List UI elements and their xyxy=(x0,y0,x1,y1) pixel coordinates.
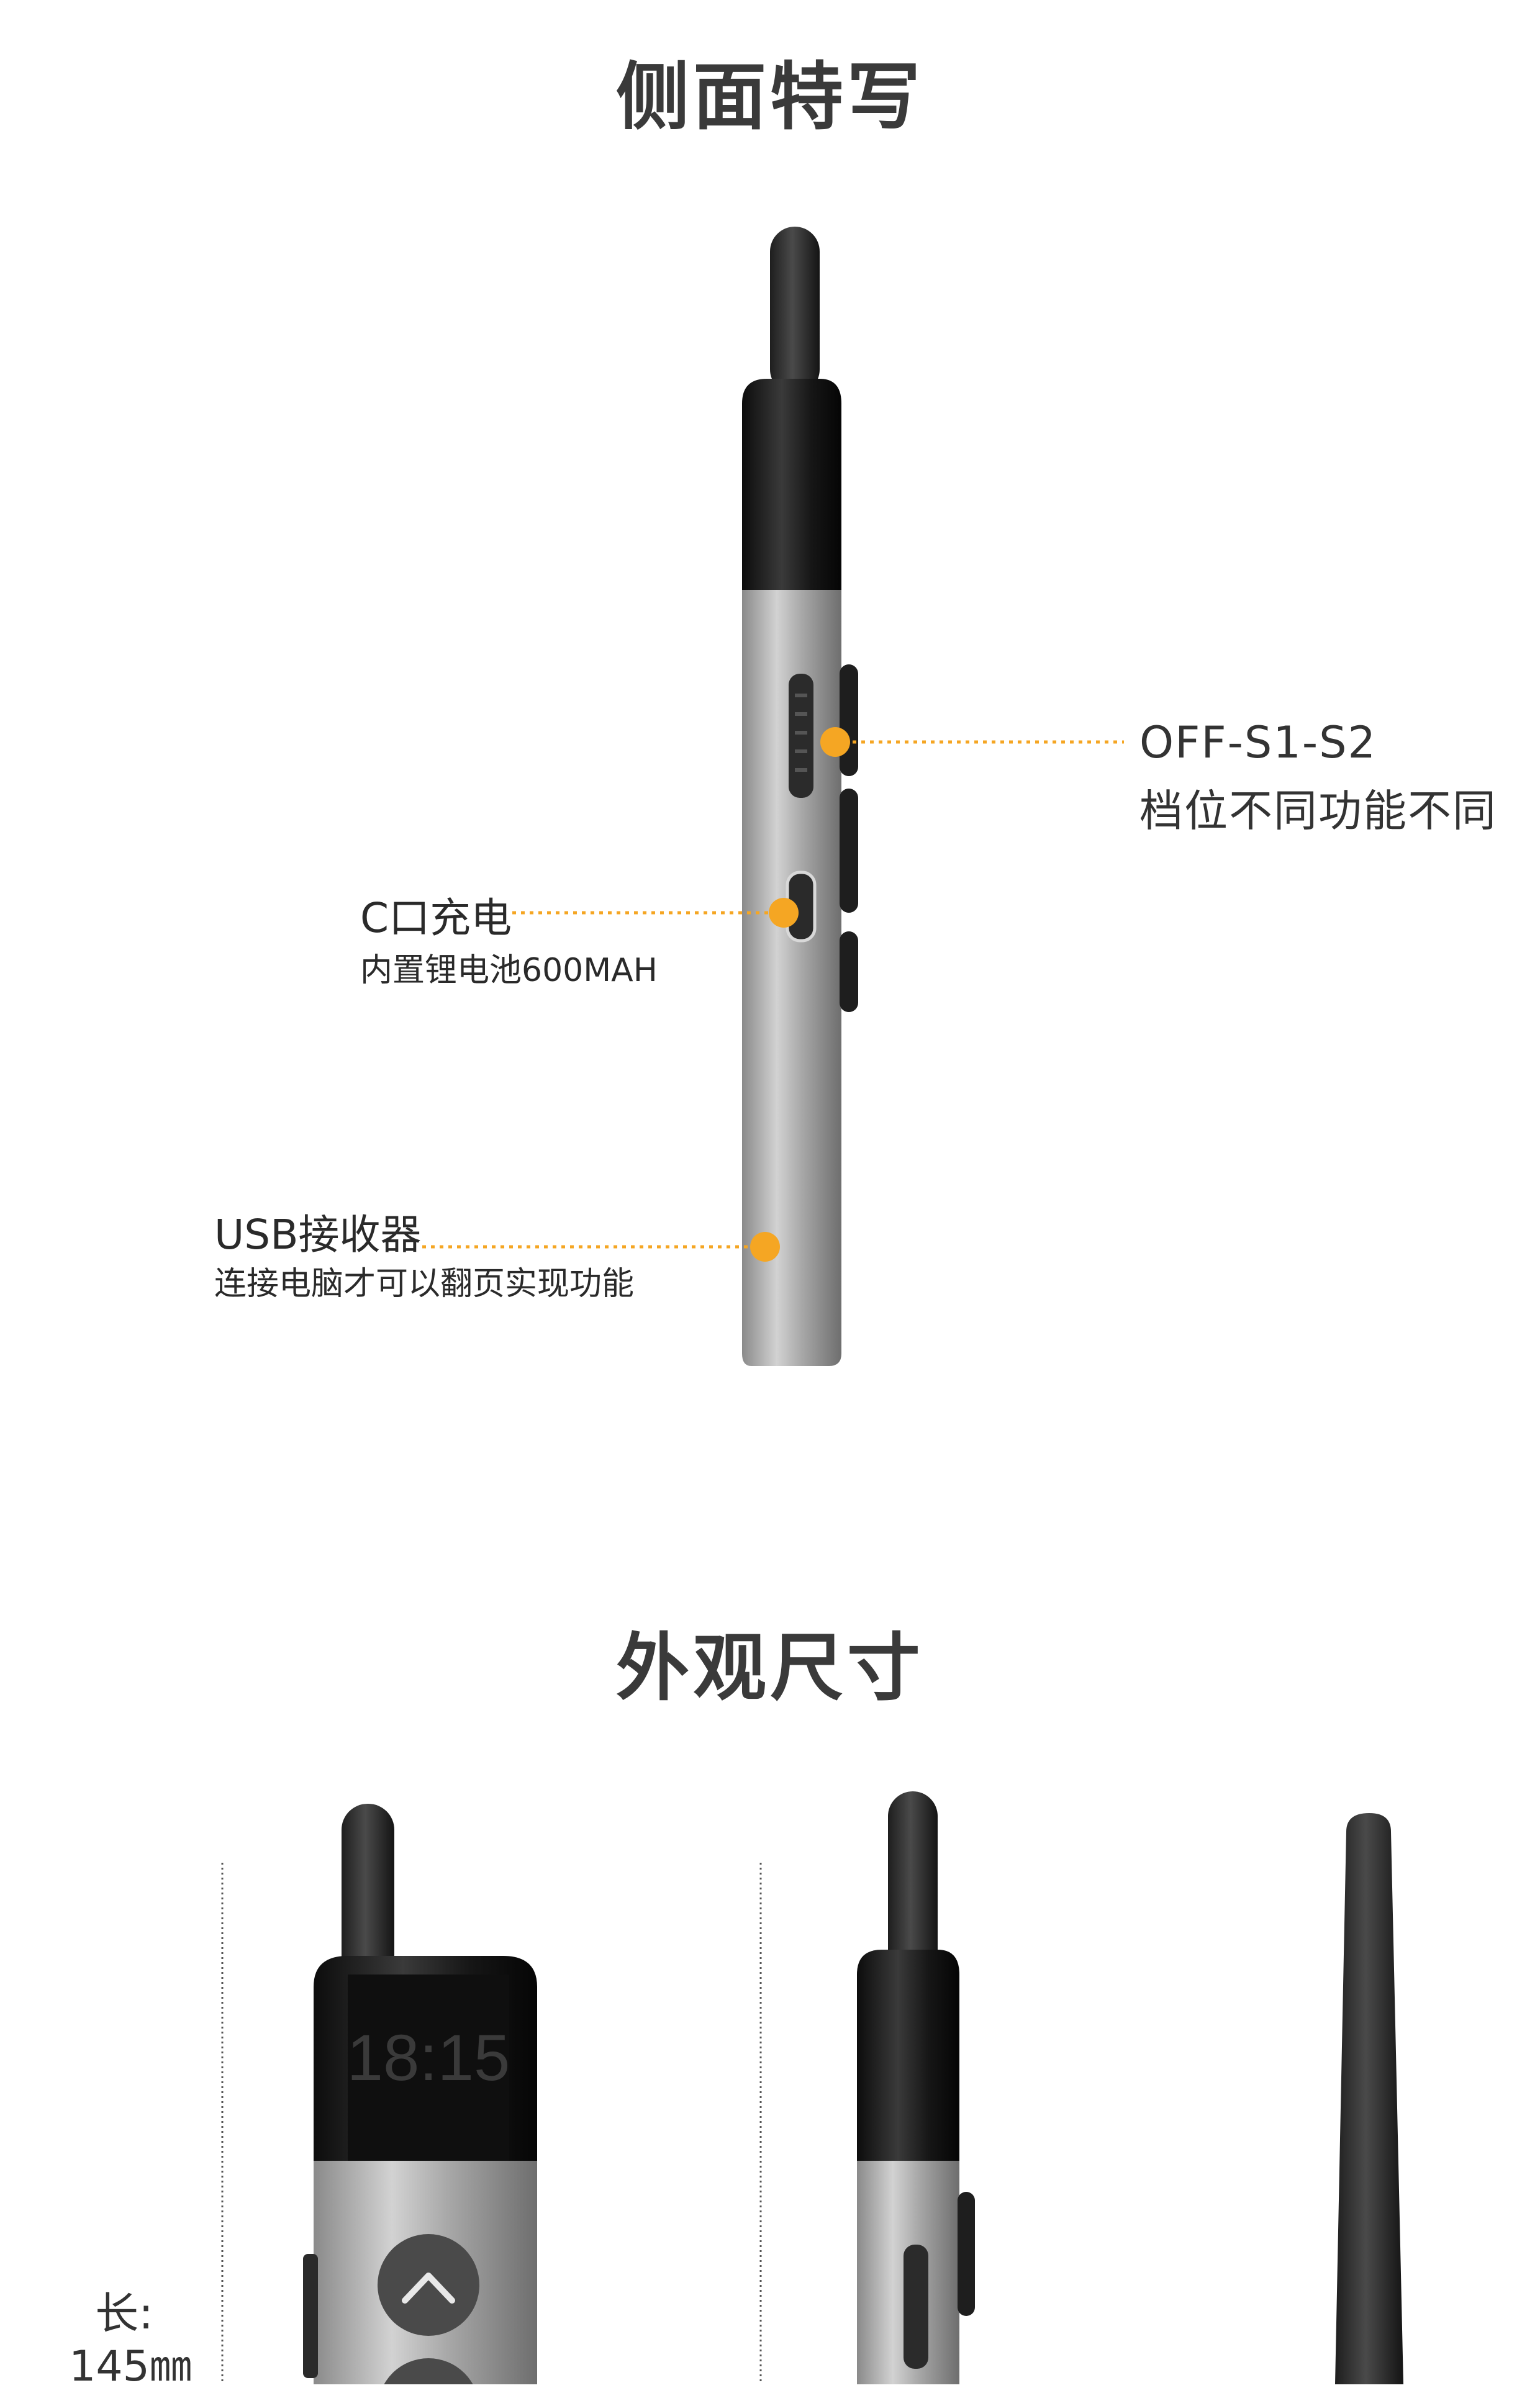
callout-switch-marker xyxy=(820,727,1124,757)
black-cap xyxy=(742,379,841,590)
slide-switch xyxy=(789,674,813,798)
side-view-black-cap xyxy=(857,1950,959,2161)
length-value: 145㎜ xyxy=(69,2342,192,2391)
side-button-upper xyxy=(840,664,858,776)
up-button xyxy=(378,2234,479,2336)
antenna-view xyxy=(1335,1813,1403,2384)
silver-body xyxy=(742,590,841,1366)
up-arrow-icon xyxy=(402,2273,455,2304)
callout-charge-label: C口充电 xyxy=(360,894,512,942)
callout-switch-label: OFF-S1-S2 xyxy=(1139,717,1377,768)
front-side-wheel xyxy=(303,2254,318,2378)
side-view-antenna xyxy=(888,1791,938,1996)
callout-charge-marker xyxy=(512,898,799,928)
callout-charge-sub: 内置锂电池600MAH xyxy=(360,952,658,989)
side-device xyxy=(742,227,858,1366)
front-screen xyxy=(348,1975,509,2161)
side-view-device xyxy=(857,1791,975,2384)
callout-usb-sub: 连接电脑才可以翻页实现功能 xyxy=(214,1265,635,1303)
side-button-middle xyxy=(840,789,858,913)
down-button xyxy=(384,2358,473,2384)
standalone-antenna xyxy=(1335,1813,1403,2384)
callout-usb-label: USB接收器 xyxy=(214,1211,422,1259)
side-button-lower xyxy=(840,931,858,1012)
callout-usb-marker xyxy=(422,1232,780,1262)
antenna xyxy=(770,227,820,394)
section-title-dimensions: 外观尺寸 xyxy=(615,1625,924,1711)
section-title-side-closeup: 侧面特写 xyxy=(615,54,924,140)
callout-switch-sub: 档位不同功能不同 xyxy=(1139,785,1497,836)
screen-time: 18:15 xyxy=(346,2022,510,2094)
front-view-device xyxy=(303,1804,537,2384)
length-label: 长: xyxy=(95,2288,153,2339)
side-view-slide-switch xyxy=(904,2245,928,2369)
side-view-button xyxy=(958,2192,975,2316)
